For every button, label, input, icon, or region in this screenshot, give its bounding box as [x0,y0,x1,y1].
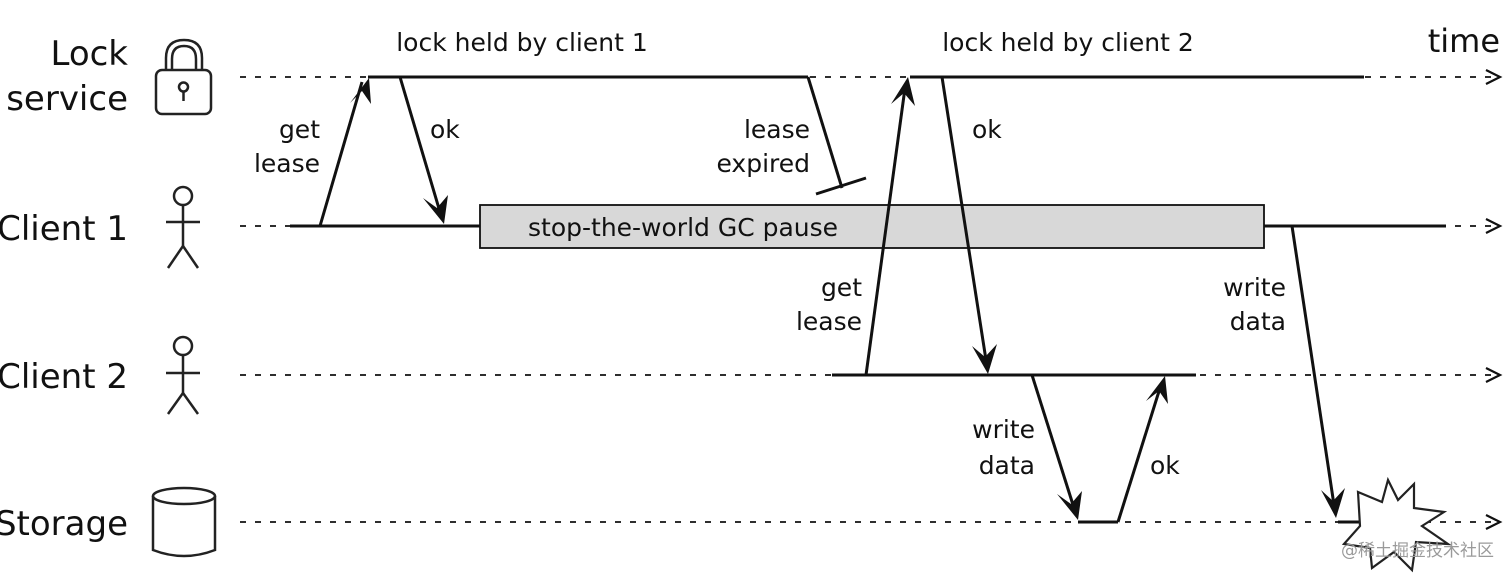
storage-ok-arrow [1116,376,1168,523]
client2-get-lease-label-line2: lease [796,307,862,336]
actor-client2-label: Client 2 [0,357,128,397]
storage-timeline [240,514,1503,530]
actor-client1-label: Client 1 [0,209,128,249]
client2-write-data-arrow [1030,374,1082,520]
actor-lock-service-label-line1: Lock [50,34,128,74]
client1-write-data-arrow [1290,225,1345,518]
cylinder-database-icon [151,486,217,558]
lease-expired-label-line2: expired [716,149,810,178]
client2-ok-arrow [940,76,997,374]
client1-ok-label: ok [430,115,460,144]
client1-ok-arrow [398,76,448,224]
collision-burst-icon [1341,476,1452,573]
client1-get-lease-arrow [318,78,371,227]
storage-ok-label: ok [1150,451,1180,480]
lease-expired-label-line1: lease [744,115,810,144]
client1-write-data-label-line2: data [1230,307,1286,336]
client2-timeline [240,367,1503,383]
actor-storage-label: Storage [0,504,128,544]
lock-held-by-client1-label: lock held by client 1 [396,28,648,57]
gc-pause-box [479,204,1265,249]
watermark-text: @稀土掘金技术社区 [1341,541,1494,561]
client1-get-lease-label-line1: get [279,115,320,144]
lock-held-by-client2-label: lock held by client 2 [942,28,1194,57]
client1-write-data-label-line1: write [1223,273,1286,302]
gc-pause-label: stop-the-world GC pause [528,213,838,242]
actor-lock-service-label-line2: service [6,79,128,119]
client2-stick-figure-icon [166,335,200,415]
padlock-icon [154,38,213,116]
client1-get-lease-label-line2: lease [254,149,320,178]
client2-write-data-label-line1: write [972,415,1035,444]
time-axis-label: time [1428,22,1500,60]
lock-service-timeline [240,69,1503,85]
client2-get-lease-label-line1: get [821,273,862,302]
client1-stick-figure-icon [166,185,200,269]
client2-write-data-label-line2: data [979,451,1035,480]
lease-expired-line [806,76,867,196]
client2-get-lease-arrow [864,77,915,376]
client2-ok-label: ok [972,115,1002,144]
